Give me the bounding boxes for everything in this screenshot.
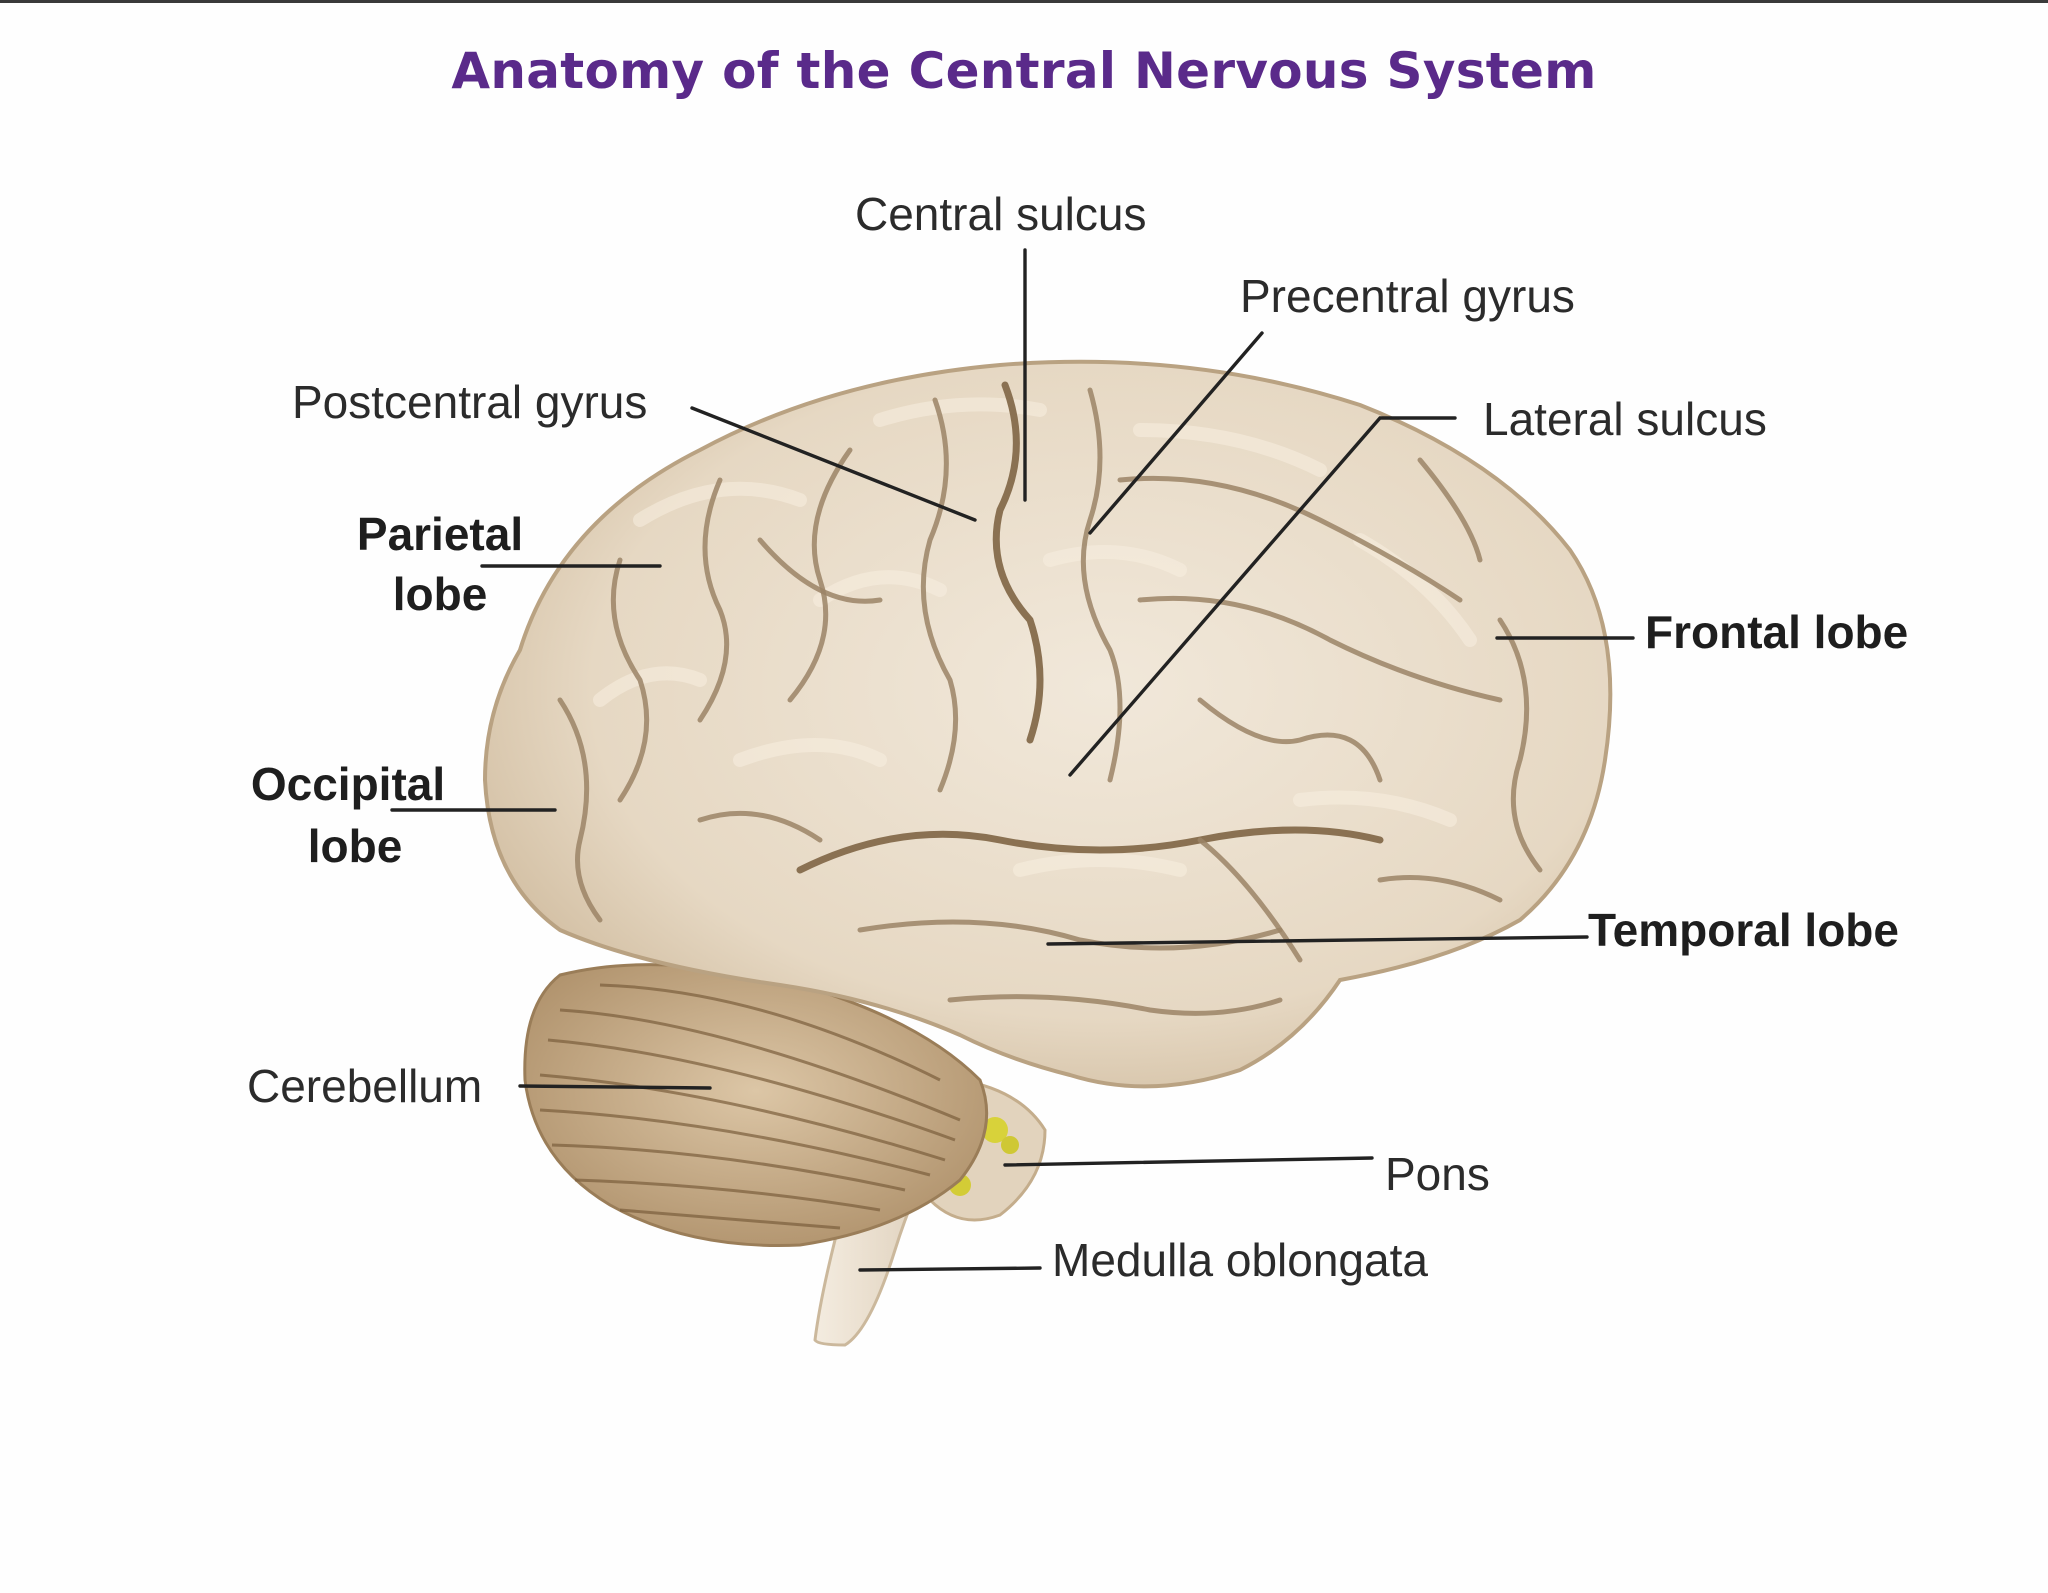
label-postcentral-gyrus: Postcentral gyrus (292, 376, 647, 428)
top-divider (0, 0, 2048, 3)
page-title: Anatomy of the Central Nervous System (451, 42, 1597, 100)
label-lateral-sulcus: Lateral sulcus (1483, 393, 1767, 445)
label-frontal-lobe: Frontal lobe (1645, 606, 1908, 658)
leader-cerebellum (518, 1084, 712, 1090)
label-parietal-lobe-line1: Parietal (357, 508, 523, 560)
label-occipital-lobe-line1: Occipital (251, 758, 445, 810)
label-central-sulcus: Central sulcus (855, 188, 1146, 240)
cranial-nerve-dot (982, 1117, 1008, 1143)
label-precentral-gyrus: Precentral gyrus (1240, 270, 1575, 322)
label-parietal-lobe-line2: lobe (393, 568, 488, 620)
label-cerebellum: Cerebellum (247, 1060, 482, 1112)
leader-precentral-gyrus (1088, 331, 1264, 535)
leader-lines (390, 248, 1635, 1272)
cranial-nerve-dot (1001, 1136, 1019, 1154)
leader-temporal-lobe (1046, 935, 1589, 946)
leader-pons (1003, 1156, 1374, 1167)
cerebrum-shape (482, 359, 1613, 1089)
label-temporal-lobe: Temporal lobe (1588, 904, 1899, 956)
leader-lateral-sulcus (1068, 416, 1457, 777)
sulci (557, 381, 1543, 1016)
leader-postcentral-gyrus (690, 406, 977, 522)
leader-medulla-oblongata (858, 1266, 1042, 1272)
cerebellum-folia (539, 983, 961, 1230)
label-pons: Pons (1385, 1148, 1490, 1200)
label-medulla-oblongata: Medulla oblongata (1052, 1234, 1428, 1286)
gyri-highlights (593, 397, 1477, 877)
label-occipital-lobe-line2: lobe (308, 820, 403, 872)
